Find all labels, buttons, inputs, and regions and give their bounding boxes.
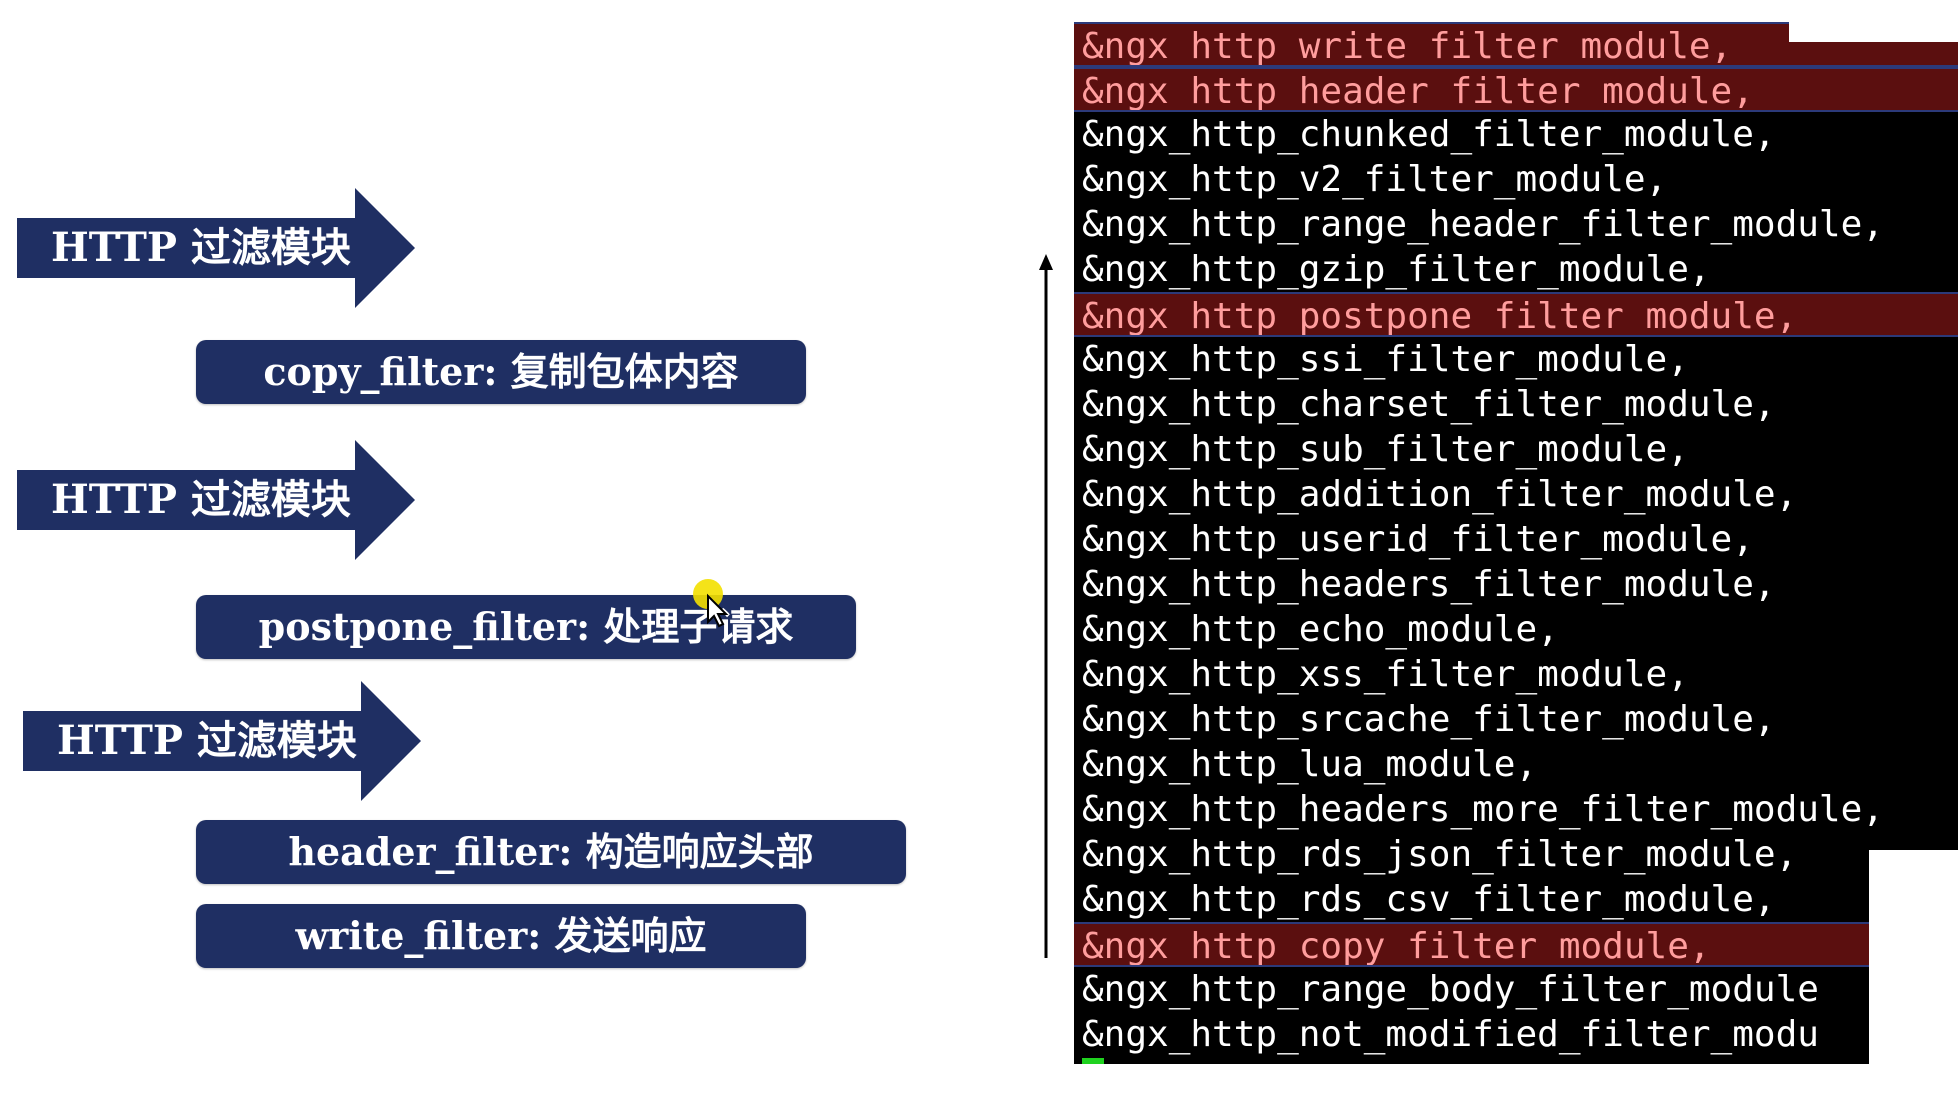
postpone-filter-box: postpone_filter: 处理子请求 bbox=[196, 595, 856, 659]
module-arrow-label: HTTP 过滤模块 bbox=[51, 476, 351, 523]
arrow-shape bbox=[23, 681, 421, 801]
module-arrow-3: HTTP 过滤模块 bbox=[23, 681, 423, 801]
code-line: &ngx_http_sub_filter_module, bbox=[1082, 429, 1689, 470]
code-line: &ngx_http_addition_filter_module, bbox=[1082, 474, 1798, 515]
code-line: &ngx_http_headers_filter_module, bbox=[1082, 564, 1776, 605]
upward-flow-arrow-icon bbox=[1036, 254, 1056, 964]
code-line: &ngx_http_userid_filter_module, bbox=[1082, 519, 1754, 560]
copy-filter-box: copy_filter: 复制包体内容 bbox=[196, 340, 806, 404]
header-filter-box: header_filter: 构造响应头部 bbox=[196, 820, 906, 884]
terminal-cursor bbox=[1082, 1058, 1104, 1064]
write-filter-box: write_filter: 发送响应 bbox=[196, 904, 806, 968]
code-line: &ngx_http_xss_filter_module, bbox=[1082, 654, 1689, 695]
terminal-panel: &ngx_http_write_filter_module,&ngx_http_… bbox=[1074, 22, 1958, 1064]
code-line: &ngx_http_lua_module, bbox=[1082, 744, 1538, 785]
code-line: &ngx_http_range_body_filter_module bbox=[1082, 969, 1819, 1010]
code-line: &ngx_http_gzip_filter_module, bbox=[1082, 249, 1711, 290]
code-line-highlighted: &ngx_http_copy_filter_module, bbox=[1074, 922, 1958, 967]
panel-notch-top bbox=[1789, 22, 1958, 42]
module-arrow-label: HTTP 过滤模块 bbox=[51, 224, 351, 271]
code-line: &ngx_http_charset_filter_module, bbox=[1082, 384, 1776, 425]
code-line: &ngx_http_range_header_filter_module, bbox=[1082, 204, 1884, 245]
arrow-shape bbox=[17, 188, 415, 308]
code-line: &ngx_http_srcache_filter_module, bbox=[1082, 699, 1776, 740]
panel-notch-bottom bbox=[1869, 850, 1958, 1064]
code-line: &ngx_http_rds_csv_filter_module, bbox=[1082, 879, 1776, 920]
code-line: &ngx_http_ssi_filter_module, bbox=[1082, 339, 1689, 380]
code-line: &ngx_http_headers_more_filter_module, bbox=[1082, 789, 1884, 830]
code-line: &ngx_http_rds_json_filter_module, bbox=[1082, 834, 1798, 875]
arrow-shape bbox=[17, 440, 415, 560]
code-line-highlighted: &ngx_http_header_filter_module, bbox=[1074, 67, 1958, 112]
module-arrow-1: HTTP 过滤模块 bbox=[17, 188, 417, 308]
code-line: &ngx_http_echo_module, bbox=[1082, 609, 1559, 650]
module-arrow-2: HTTP 过滤模块 bbox=[17, 440, 417, 560]
module-arrow-label: HTTP 过滤模块 bbox=[57, 717, 357, 764]
code-line: &ngx_http_chunked_filter_module, bbox=[1082, 114, 1776, 155]
code-line-highlighted: &ngx_http_write_filter_module, bbox=[1074, 22, 1958, 67]
code-line: &ngx_http_v2_filter_module, bbox=[1082, 159, 1668, 200]
code-line: &ngx_http_not_modified_filter_modu bbox=[1082, 1014, 1819, 1055]
mouse-pointer-icon bbox=[690, 578, 730, 632]
code-line-highlighted: &ngx_http_postpone_filter_module, bbox=[1074, 292, 1958, 337]
